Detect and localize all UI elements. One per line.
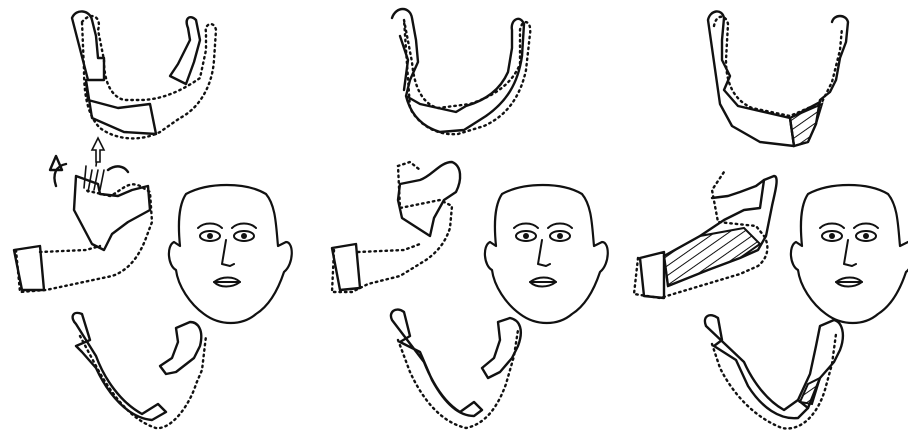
mandible-frontal-view [392,9,530,134]
patient-face-2 [485,185,608,323]
mandible-axial-view [391,310,521,428]
panel-2 [332,9,608,428]
mandible-axial-view [73,313,206,428]
mandible-lateral-view [332,162,460,292]
panel-3 [634,11,908,428]
mandible-lateral-view [14,138,152,292]
patient-face-1 [169,185,292,323]
mandible-lateral-view [634,172,777,298]
mandible-axial-view [705,315,843,428]
panel-1 [14,11,292,428]
patient-face-3 [791,185,908,323]
mandible-frontal-view [708,11,848,146]
mandible-frontal-view [72,11,216,138]
